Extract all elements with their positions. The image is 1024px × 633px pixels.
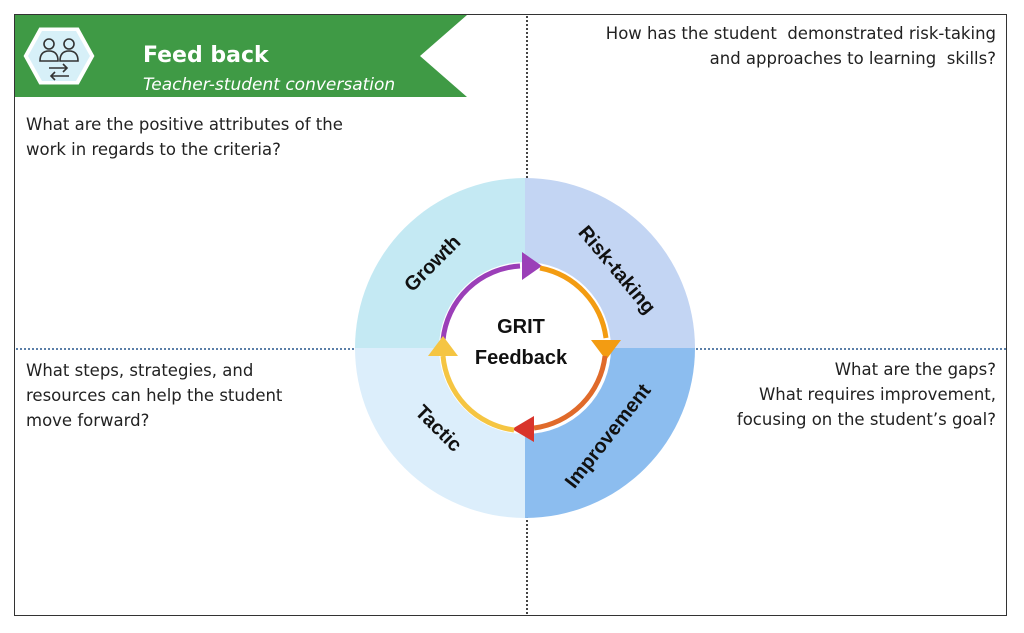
question-line: resources can help the student	[26, 386, 283, 405]
question-line: work in regards to the criteria?	[26, 140, 281, 159]
growth-arc	[440, 263, 521, 341]
question-bottom-right: What are the gaps? What requires improve…	[676, 357, 996, 432]
purple-arrowhead-icon	[522, 252, 542, 280]
question-line: move forward?	[26, 411, 150, 430]
header-banner: Feed back Teacher-student conversation	[15, 15, 467, 97]
question-top-right: How has the student demonstrated risk-ta…	[556, 21, 996, 71]
question-line: What steps, strategies, and	[26, 361, 254, 380]
tactic-arc	[440, 355, 515, 433]
question-line: What are the gaps?	[834, 360, 996, 379]
question-bottom-left: What steps, strategies, and resources ca…	[26, 358, 326, 433]
question-line: focusing on the student’s goal?	[736, 410, 996, 429]
center-label-line1: GRIT	[497, 316, 545, 338]
yellow-arrowhead-icon	[428, 336, 458, 356]
teacher-student-exchange-icon	[22, 26, 96, 86]
risk-taking-arc	[539, 265, 609, 339]
banner-subtitle: Teacher-student conversation	[143, 75, 396, 95]
center-disc	[439, 262, 611, 434]
question-line: What requires improvement,	[758, 385, 996, 404]
orange-arrowhead-icon	[591, 340, 621, 360]
banner-title: Feed back	[143, 43, 269, 68]
center-label-line2: Feedback	[475, 347, 568, 369]
question-line: What are the positive attributes of the	[26, 115, 343, 134]
question-line: and approaches to learning skills?	[709, 49, 996, 68]
question-top-left: What are the positive attributes of the …	[26, 112, 386, 162]
red-arrowhead-icon	[512, 416, 534, 442]
improvement-arc	[533, 355, 608, 431]
question-line: How has the student demonstrated risk-ta…	[605, 24, 996, 43]
